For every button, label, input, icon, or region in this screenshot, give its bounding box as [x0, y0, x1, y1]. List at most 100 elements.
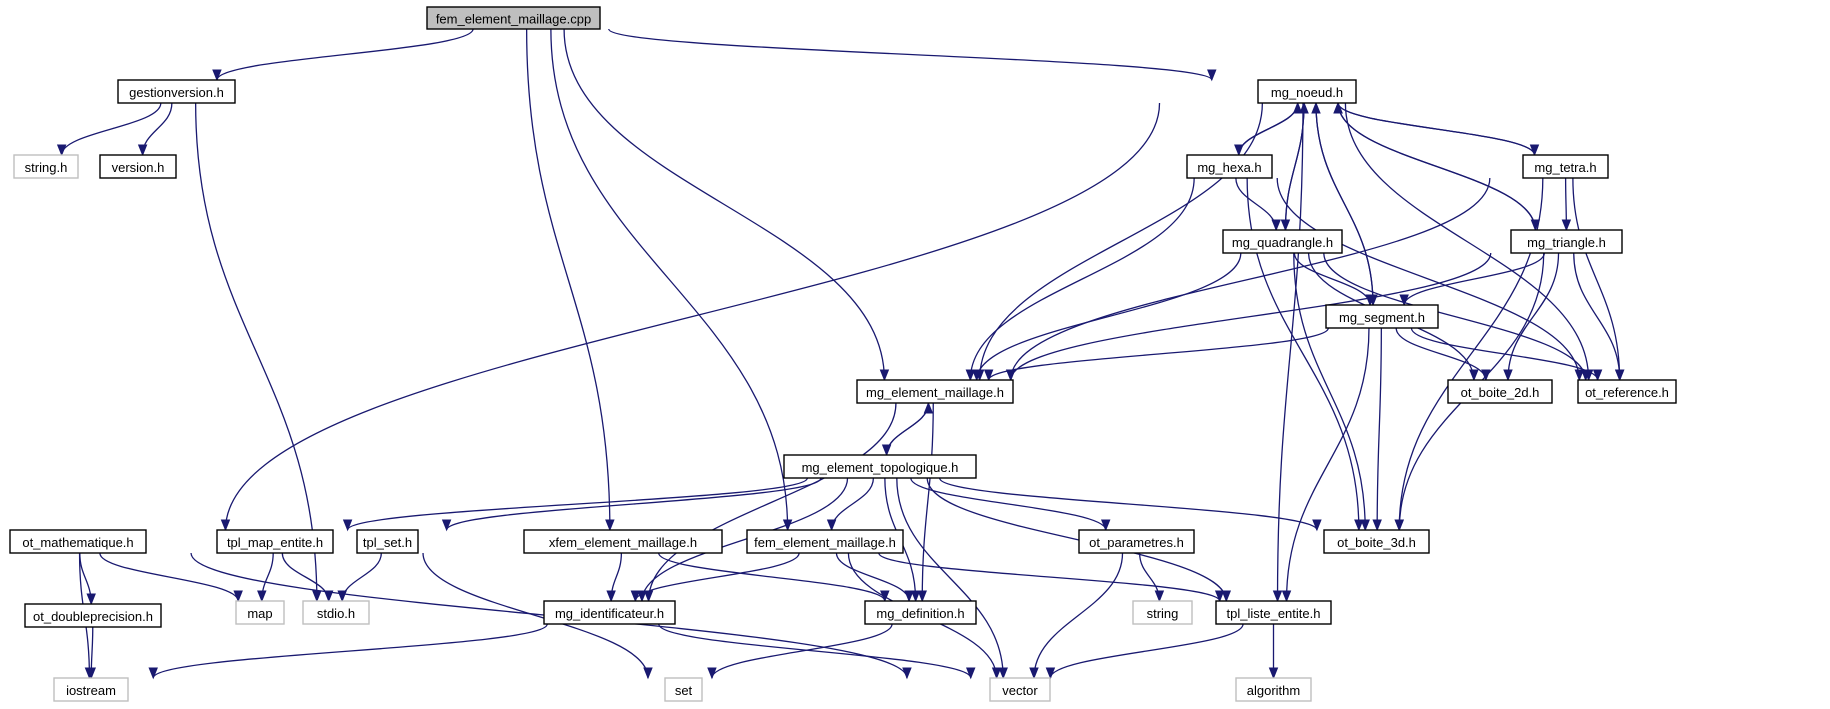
arrowhead-icon: [910, 590, 921, 603]
arrowhead-icon: [917, 590, 927, 603]
node-root[interactable]: fem_element_maillage.cpp: [426, 6, 601, 30]
node-mg-identificateur[interactable]: mg_identificateur.h: [543, 600, 676, 625]
edge-mg_quadrangle-to-mg_element_maillage: [971, 252, 1242, 382]
node-label: vector: [1002, 683, 1038, 698]
edge-ot_parametres-to-vector: [1029, 552, 1124, 680]
edge-tpl_map_entite-to-map: [257, 552, 274, 603]
arrowhead-icon: [983, 369, 994, 382]
edge-mg_element_topologique-to-tpl_map_entite: [342, 477, 809, 532]
arrowhead-icon: [337, 590, 347, 603]
node-box: [1186, 154, 1273, 179]
node-label: version.h: [112, 160, 165, 175]
edge-line: [1507, 252, 1560, 381]
edge-mg_identificateur-to-vector: [658, 623, 976, 680]
edge-fem_element_maillage-to-mg_definition: [835, 552, 914, 603]
node-label: fem_element_maillage.h: [754, 535, 896, 550]
edge-mg_triangle-to-ot_boite_2d: [1503, 252, 1560, 382]
edge-line: [1315, 102, 1374, 306]
node-mg-noeud[interactable]: mg_noeud.h: [1257, 79, 1357, 104]
node-box: [1257, 79, 1357, 104]
edge-line: [1403, 252, 1546, 306]
node-ot-boite-3d[interactable]: ot_boite_3d.h: [1323, 529, 1430, 554]
arrowhead-icon: [1561, 219, 1572, 232]
edge-line: [1376, 327, 1382, 531]
node-mg-tetra[interactable]: mg_tetra.h: [1522, 154, 1609, 179]
node-mg-hexa[interactable]: mg_hexa.h: [1186, 154, 1273, 179]
node-tpl-map-entite[interactable]: tpl_map_entite.h: [216, 529, 334, 554]
node-mg-definition[interactable]: mg_definition.h: [864, 600, 977, 625]
node-label: tpl_set.h: [363, 535, 412, 550]
edge-mg_noeud-to-mg_hexa: [1234, 102, 1299, 157]
edge-mg_noeud-to-mg_element_maillage: [974, 102, 1264, 382]
node-version[interactable]: version.h: [99, 154, 177, 179]
node-string: string: [1132, 600, 1193, 625]
node-mg-quadrangle[interactable]: mg_quadrangle.h: [1222, 229, 1343, 254]
edge-mg_element_topologique-to-ot_boite_3d: [938, 477, 1322, 532]
node-ot-doubleprecision[interactable]: ot_doubleprecision.h: [24, 603, 162, 628]
edge-line: [1337, 102, 1537, 231]
edge-line: [224, 102, 1161, 531]
edge-ot_mathematique-to-map: [99, 552, 243, 603]
edge-line: [976, 252, 1242, 381]
edge-line: [1235, 177, 1277, 231]
edge-tpl_set-to-stdio: [337, 552, 382, 603]
node-label: iostream: [66, 683, 116, 698]
arrowhead-icon: [605, 519, 615, 532]
node-box: [1235, 677, 1312, 702]
node-label: ot_parametres.h: [1089, 535, 1184, 550]
node-tpl-liste-entite[interactable]: tpl_liste_entite.h: [1215, 600, 1332, 625]
arrowhead-icon: [643, 667, 653, 680]
edge-line: [550, 28, 789, 531]
node-mg-element-maillage[interactable]: mg_element_maillage.h: [856, 379, 1014, 404]
node-ot-mathematique[interactable]: ot_mathematique.h: [9, 529, 147, 554]
arrowhead-icon: [342, 519, 353, 532]
arrowhead-icon: [998, 667, 1008, 680]
edge-line: [1344, 102, 1590, 381]
node-box: [302, 600, 370, 625]
node-box: [426, 6, 601, 30]
node-mg-segment[interactable]: mg_segment.h: [1325, 304, 1439, 329]
edge-mg_noeud-to-mg_triangle: [1337, 102, 1541, 232]
edge-line: [1285, 327, 1370, 602]
edge-mg_element_topologique-to-ot_parametres: [910, 477, 1111, 532]
node-box: [1078, 529, 1195, 554]
edge-root-to-gestionversion: [212, 28, 474, 82]
node-fem-element-maillage[interactable]: fem_element_maillage.h: [746, 529, 904, 554]
node-box: [216, 529, 334, 554]
node-gestionversion[interactable]: gestionversion.h: [117, 79, 236, 104]
node-mg-triangle[interactable]: mg_triangle.h: [1510, 229, 1623, 254]
node-box: [856, 379, 1014, 404]
node-set: set: [664, 677, 703, 702]
node-ot-reference[interactable]: ot_reference.h: [1577, 379, 1677, 404]
edge-tpl_liste_entite-to-vector: [1045, 623, 1244, 680]
edge-line: [1293, 252, 1371, 306]
arrowhead-icon: [1469, 369, 1479, 382]
edge-mg_triangle-to-ot_reference: [1573, 252, 1625, 382]
edge-line: [1238, 102, 1299, 156]
node-xfem-element-maillage[interactable]: xfem_element_maillage.h: [523, 529, 723, 554]
node-box: [1323, 529, 1430, 554]
arrowhead-icon: [1281, 590, 1292, 603]
node-box: [664, 677, 703, 702]
edge-mg_element_maillage-to-mg_definition: [917, 402, 934, 603]
node-ot-parametres[interactable]: ot_parametres.h: [1078, 529, 1195, 554]
edge-xfem_element_maillage-to-mg_identificateur: [606, 552, 623, 603]
arrowhead-icon: [1268, 667, 1279, 680]
node-box: [1215, 600, 1332, 625]
node-label: string: [1147, 606, 1179, 621]
edge-mg_triangle-to-mg_segment: [1399, 252, 1546, 307]
edge-line: [563, 28, 886, 381]
arrowhead-icon: [966, 667, 976, 680]
edge-line: [641, 477, 849, 602]
edge-line: [835, 552, 910, 602]
node-ot-boite-2d[interactable]: ot_boite_2d.h: [1447, 379, 1553, 404]
node-vector: vector: [989, 677, 1051, 702]
node-box: [53, 677, 129, 702]
node-mg-element-topologique[interactable]: mg_element_topologique.h: [783, 454, 977, 479]
edge-mg_tetra-to-mg_noeud: [1333, 101, 1536, 156]
node-label: mg_noeud.h: [1271, 85, 1343, 100]
node-tpl-set[interactable]: tpl_set.h: [356, 529, 419, 554]
node-box: [356, 529, 419, 554]
edge-line: [830, 477, 875, 531]
